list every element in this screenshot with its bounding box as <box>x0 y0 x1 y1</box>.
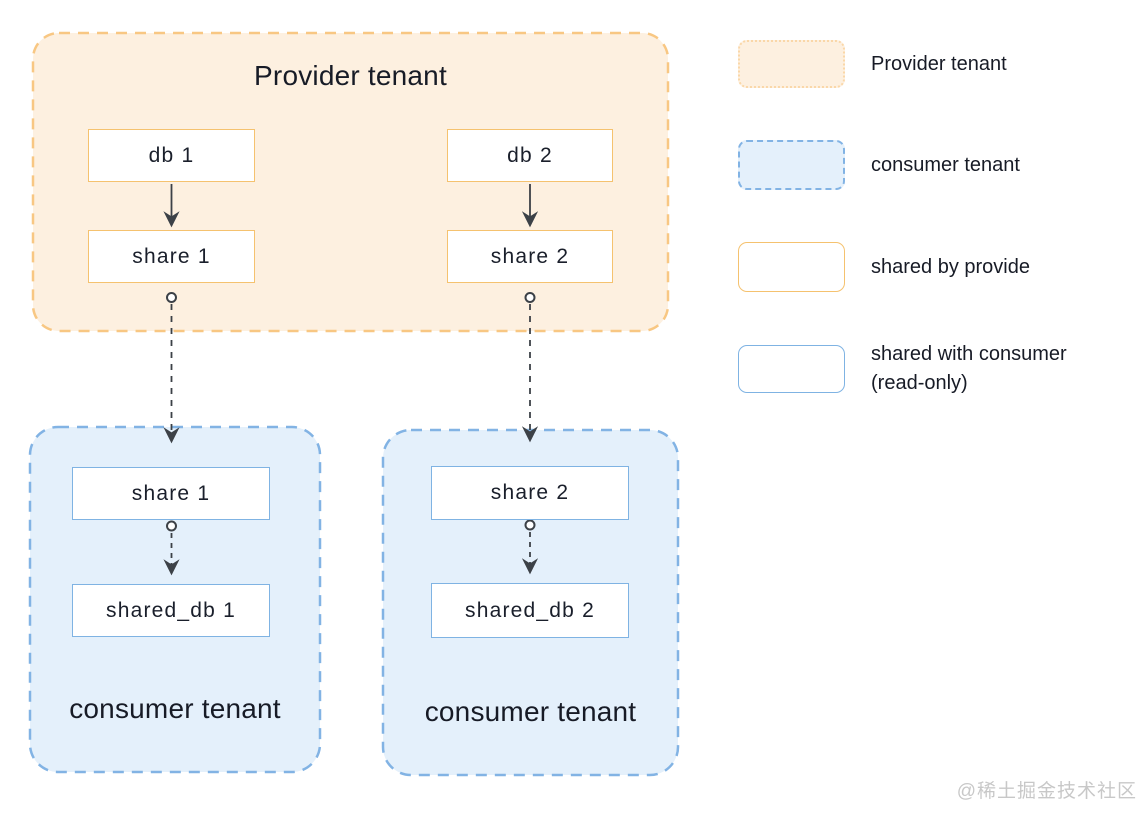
legend-label-shared-by-provider: shared by provide <box>871 255 1030 278</box>
node-consumer1-shared-db1: shared_db 1 <box>72 584 270 637</box>
node-db1: db 1 <box>88 129 255 182</box>
node-db2: db 2 <box>447 129 613 182</box>
legend-label-shared-with-consumer: shared with consumer (read-only) <box>871 343 1067 394</box>
node-consumer2-shared-db2: shared_db 2 <box>431 583 629 638</box>
watermark: @稀土掘金技术社区 <box>956 781 1137 802</box>
legend-swatch-consumer-tenant <box>738 140 845 190</box>
connector-origin-dot-consumer1-share <box>166 520 177 532</box>
legend-item-shared-with-consumer: shared with consumer (read-only) <box>738 343 1109 394</box>
connector-origin-dot-consumer2-share <box>524 519 536 531</box>
legend-item-shared-by-provider: shared by provide <box>738 242 1030 292</box>
legend-swatch-shared-by-provider <box>738 242 845 292</box>
legend-label-provider-tenant: Provider tenant <box>871 52 1007 75</box>
node-provider-share2: share 2 <box>447 230 613 283</box>
legend-item-consumer-tenant: consumer tenant <box>738 140 1020 190</box>
legend-item-provider-tenant: Provider tenant <box>738 40 1007 88</box>
legend-swatch-provider-tenant <box>738 40 845 88</box>
node-consumer1-share1: share 1 <box>72 467 270 520</box>
consumer-tenant-2-label: consumer tenant <box>424 696 637 727</box>
consumer-tenant-1-label: consumer tenant <box>69 693 281 724</box>
provider-tenant-title: Provider tenant <box>254 60 447 91</box>
legend-swatch-shared-with-consumer <box>738 345 845 393</box>
connector-origin-dot-share2 <box>524 292 536 303</box>
node-provider-share1: share 1 <box>88 230 255 283</box>
node-consumer2-share2: share 2 <box>431 466 629 520</box>
connector-origin-dot-share1 <box>166 292 177 303</box>
legend-label-consumer-tenant: consumer tenant <box>871 153 1020 176</box>
